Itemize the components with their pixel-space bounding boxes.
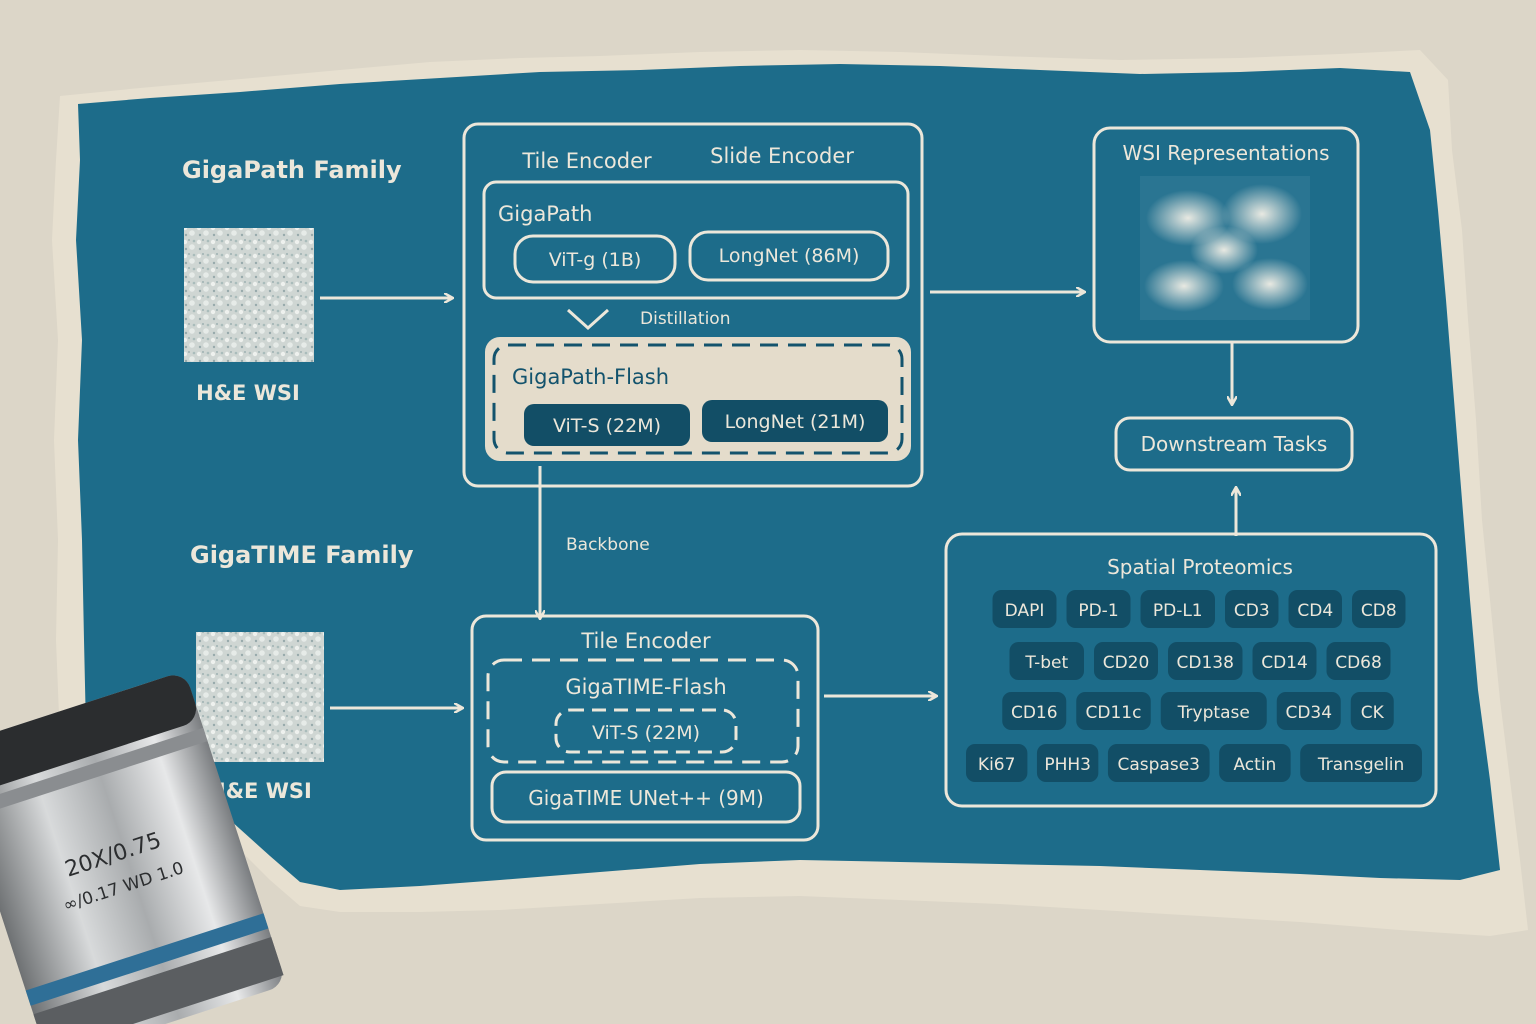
- objective-lens-photo: 20X/0.75 ∞/0.17 WD 1.0: [0, 675, 284, 1024]
- longnet-21m-label: LongNet (21M): [725, 411, 866, 433]
- marker-pill: [1002, 692, 1067, 730]
- embedding-scatter-icon: [1140, 176, 1310, 320]
- longnet-21m-pill: [702, 400, 888, 442]
- marker-label: CD138: [1177, 653, 1234, 673]
- marker-label: CD16: [1011, 703, 1058, 723]
- distillation-chevron-icon: [566, 308, 610, 331]
- he-wsi-thumbnail-top: [184, 228, 314, 362]
- marker-pill: [1140, 590, 1215, 628]
- vit-s-label-gigapath: ViT-S (22M): [553, 415, 661, 437]
- marker-label: T-bet: [1024, 653, 1068, 673]
- gigapath-title: GigaPath: [498, 202, 592, 226]
- marker-label: CD8: [1361, 601, 1397, 621]
- marker-label: DAPI: [1005, 601, 1045, 621]
- gigapath-model-box: [482, 180, 910, 300]
- marker-pill: [992, 590, 1057, 628]
- vit-s-label-gigatime: ViT-S (22M): [592, 722, 700, 744]
- gigatime-encoder-block: [470, 614, 820, 842]
- gigapath-family-title: GigaPath Family: [182, 156, 402, 184]
- gigatime-unet-label: GigaTIME UNet++ (9M): [528, 786, 764, 810]
- gigatime-unet-pill: [490, 770, 802, 824]
- downstream-tasks-label: Downstream Tasks: [1141, 432, 1328, 456]
- marker-label: PD-L1: [1153, 601, 1203, 621]
- marker-pill: [1066, 590, 1131, 628]
- marker-pill: [1076, 692, 1151, 730]
- marker-pill: [1168, 642, 1243, 680]
- longnet-86m-pill: [688, 230, 890, 282]
- marker-pill: [1009, 642, 1084, 680]
- marker-pill: [1225, 590, 1279, 628]
- vit-g-pill: [513, 234, 677, 284]
- he-wsi-label-top: H&E WSI: [196, 381, 300, 405]
- marker-label: CD11c: [1086, 703, 1142, 723]
- gigatime-tile-encoder-label: Tile Encoder: [580, 629, 711, 653]
- marker-label: Transgelin: [1317, 755, 1404, 775]
- marker-label: CD68: [1335, 653, 1382, 673]
- gigatime-flash-title: GigaTIME-Flash: [565, 675, 726, 699]
- gigapath-flash-title: GigaPath-Flash: [512, 365, 669, 389]
- he-wsi-thumbnail-bottom: [196, 632, 324, 762]
- marker-label: Tryptase: [1177, 703, 1250, 723]
- marker-label: CD34: [1285, 703, 1332, 723]
- marker-label: CK: [1361, 703, 1385, 723]
- spatial-proteomics-title: Spatial Proteomics: [1107, 555, 1293, 579]
- gigatime-flash-box: [486, 658, 800, 764]
- vit-s-pill-gigatime: [554, 708, 738, 754]
- gigatime-family-title: GigaTIME Family: [190, 541, 414, 569]
- marker-pill: [1252, 642, 1317, 680]
- marker-label: Caspase3: [1118, 755, 1201, 775]
- marker-pill: [1276, 692, 1341, 730]
- marker-pill: [1352, 590, 1406, 628]
- marker-pill: [1094, 642, 1158, 680]
- marker-label: CD4: [1297, 601, 1333, 621]
- marker-label: CD3: [1234, 601, 1270, 621]
- marker-label: CD20: [1103, 653, 1150, 673]
- marker-pill: [1107, 744, 1210, 782]
- vit-s-pill-gigapath: [524, 404, 690, 446]
- slide-encoder-label: Slide Encoder: [710, 144, 854, 168]
- marker-label: PHH3: [1044, 755, 1091, 775]
- tile-encoder-label: Tile Encoder: [521, 149, 652, 173]
- downstream-tasks-box: [1114, 416, 1354, 472]
- marker-label: Actin: [1233, 755, 1276, 775]
- distillation-label: Distillation: [640, 309, 731, 329]
- marker-pill: [966, 744, 1028, 782]
- gigapath-encoder-block: [462, 122, 924, 488]
- vit-g-label: ViT-g (1B): [549, 249, 642, 271]
- marker-pill: [1326, 642, 1391, 680]
- marker-pill: [1288, 590, 1342, 628]
- marker-pill: [1036, 744, 1099, 782]
- longnet-86m-label: LongNet (86M): [719, 245, 860, 267]
- backbone-label: Backbone: [566, 535, 650, 555]
- marker-pill: [1350, 692, 1394, 730]
- marker-pill: [1219, 744, 1291, 782]
- marker-pill: [1300, 744, 1422, 782]
- wsi-representations-title: WSI Representations: [1122, 141, 1329, 165]
- wsi-representations-box: [1092, 126, 1360, 344]
- marker-pill: [1160, 692, 1267, 730]
- marker-label: PD-1: [1078, 601, 1118, 621]
- marker-label: CD14: [1261, 653, 1308, 673]
- spatial-proteomics-box: [944, 532, 1438, 808]
- marker-label: Ki67: [978, 755, 1016, 775]
